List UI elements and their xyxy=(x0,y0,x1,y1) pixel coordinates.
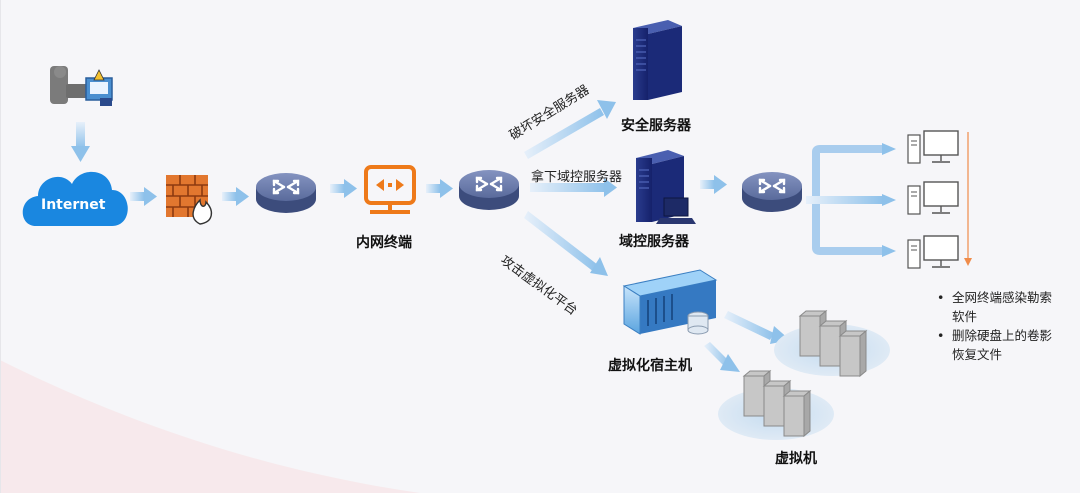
edge-label-domain: 拿下域控服务器 xyxy=(531,170,623,185)
arrow-router1-terminal xyxy=(330,179,357,198)
internal-terminal-icon xyxy=(364,165,416,214)
router-2-icon xyxy=(459,170,519,210)
arrow-router2-virtualization xyxy=(524,211,608,276)
virtualization-host-label: 虚拟化宿主机 xyxy=(608,358,692,374)
impact-note-1: 全网终端感染勒索软件 xyxy=(934,288,1052,326)
domain-server-icon xyxy=(636,150,696,224)
endpoint-pc-2-icon xyxy=(907,181,959,215)
endpoint-pc-1-icon xyxy=(907,130,959,164)
virtualization-host-icon xyxy=(622,269,718,335)
endpoint-pc-3-icon xyxy=(907,235,959,269)
firewall-icon xyxy=(166,175,213,225)
arrow-router2-domain xyxy=(530,178,617,197)
internet-cloud-icon xyxy=(22,171,128,226)
arrow-host-vm2 xyxy=(704,342,740,372)
arrow-router3-terminals xyxy=(806,143,896,257)
attacker-icon xyxy=(50,66,113,106)
arrow-attacker-internet xyxy=(71,122,90,162)
security-server-icon xyxy=(633,20,682,100)
arrow-internet-firewall xyxy=(130,187,157,206)
terminal-label: 内网终端 xyxy=(356,235,412,251)
domain-server-label: 域控服务器 xyxy=(619,234,689,250)
router-1-icon xyxy=(256,173,316,213)
vm-cluster-2-icon xyxy=(718,369,834,440)
security-server-label: 安全服务器 xyxy=(621,118,691,134)
impact-notes: 全网终端感染勒索软件 删除硬盘上的卷影恢复文件 xyxy=(934,288,1052,364)
background-swoosh xyxy=(0,360,420,493)
internet-label: Internet xyxy=(41,197,106,213)
router-3-icon xyxy=(742,172,802,212)
arrow-firewall-router1 xyxy=(222,187,249,206)
vms-label: 虚拟机 xyxy=(775,451,817,467)
arrow-domain-router3 xyxy=(700,175,727,194)
impact-note-2: 删除硬盘上的卷影恢复文件 xyxy=(934,326,1052,364)
arrow-terminal-router2 xyxy=(426,179,453,198)
vm-cluster-1-icon xyxy=(774,309,890,378)
arrow-router2-security xyxy=(524,100,616,159)
timeline-arrow xyxy=(964,132,972,266)
